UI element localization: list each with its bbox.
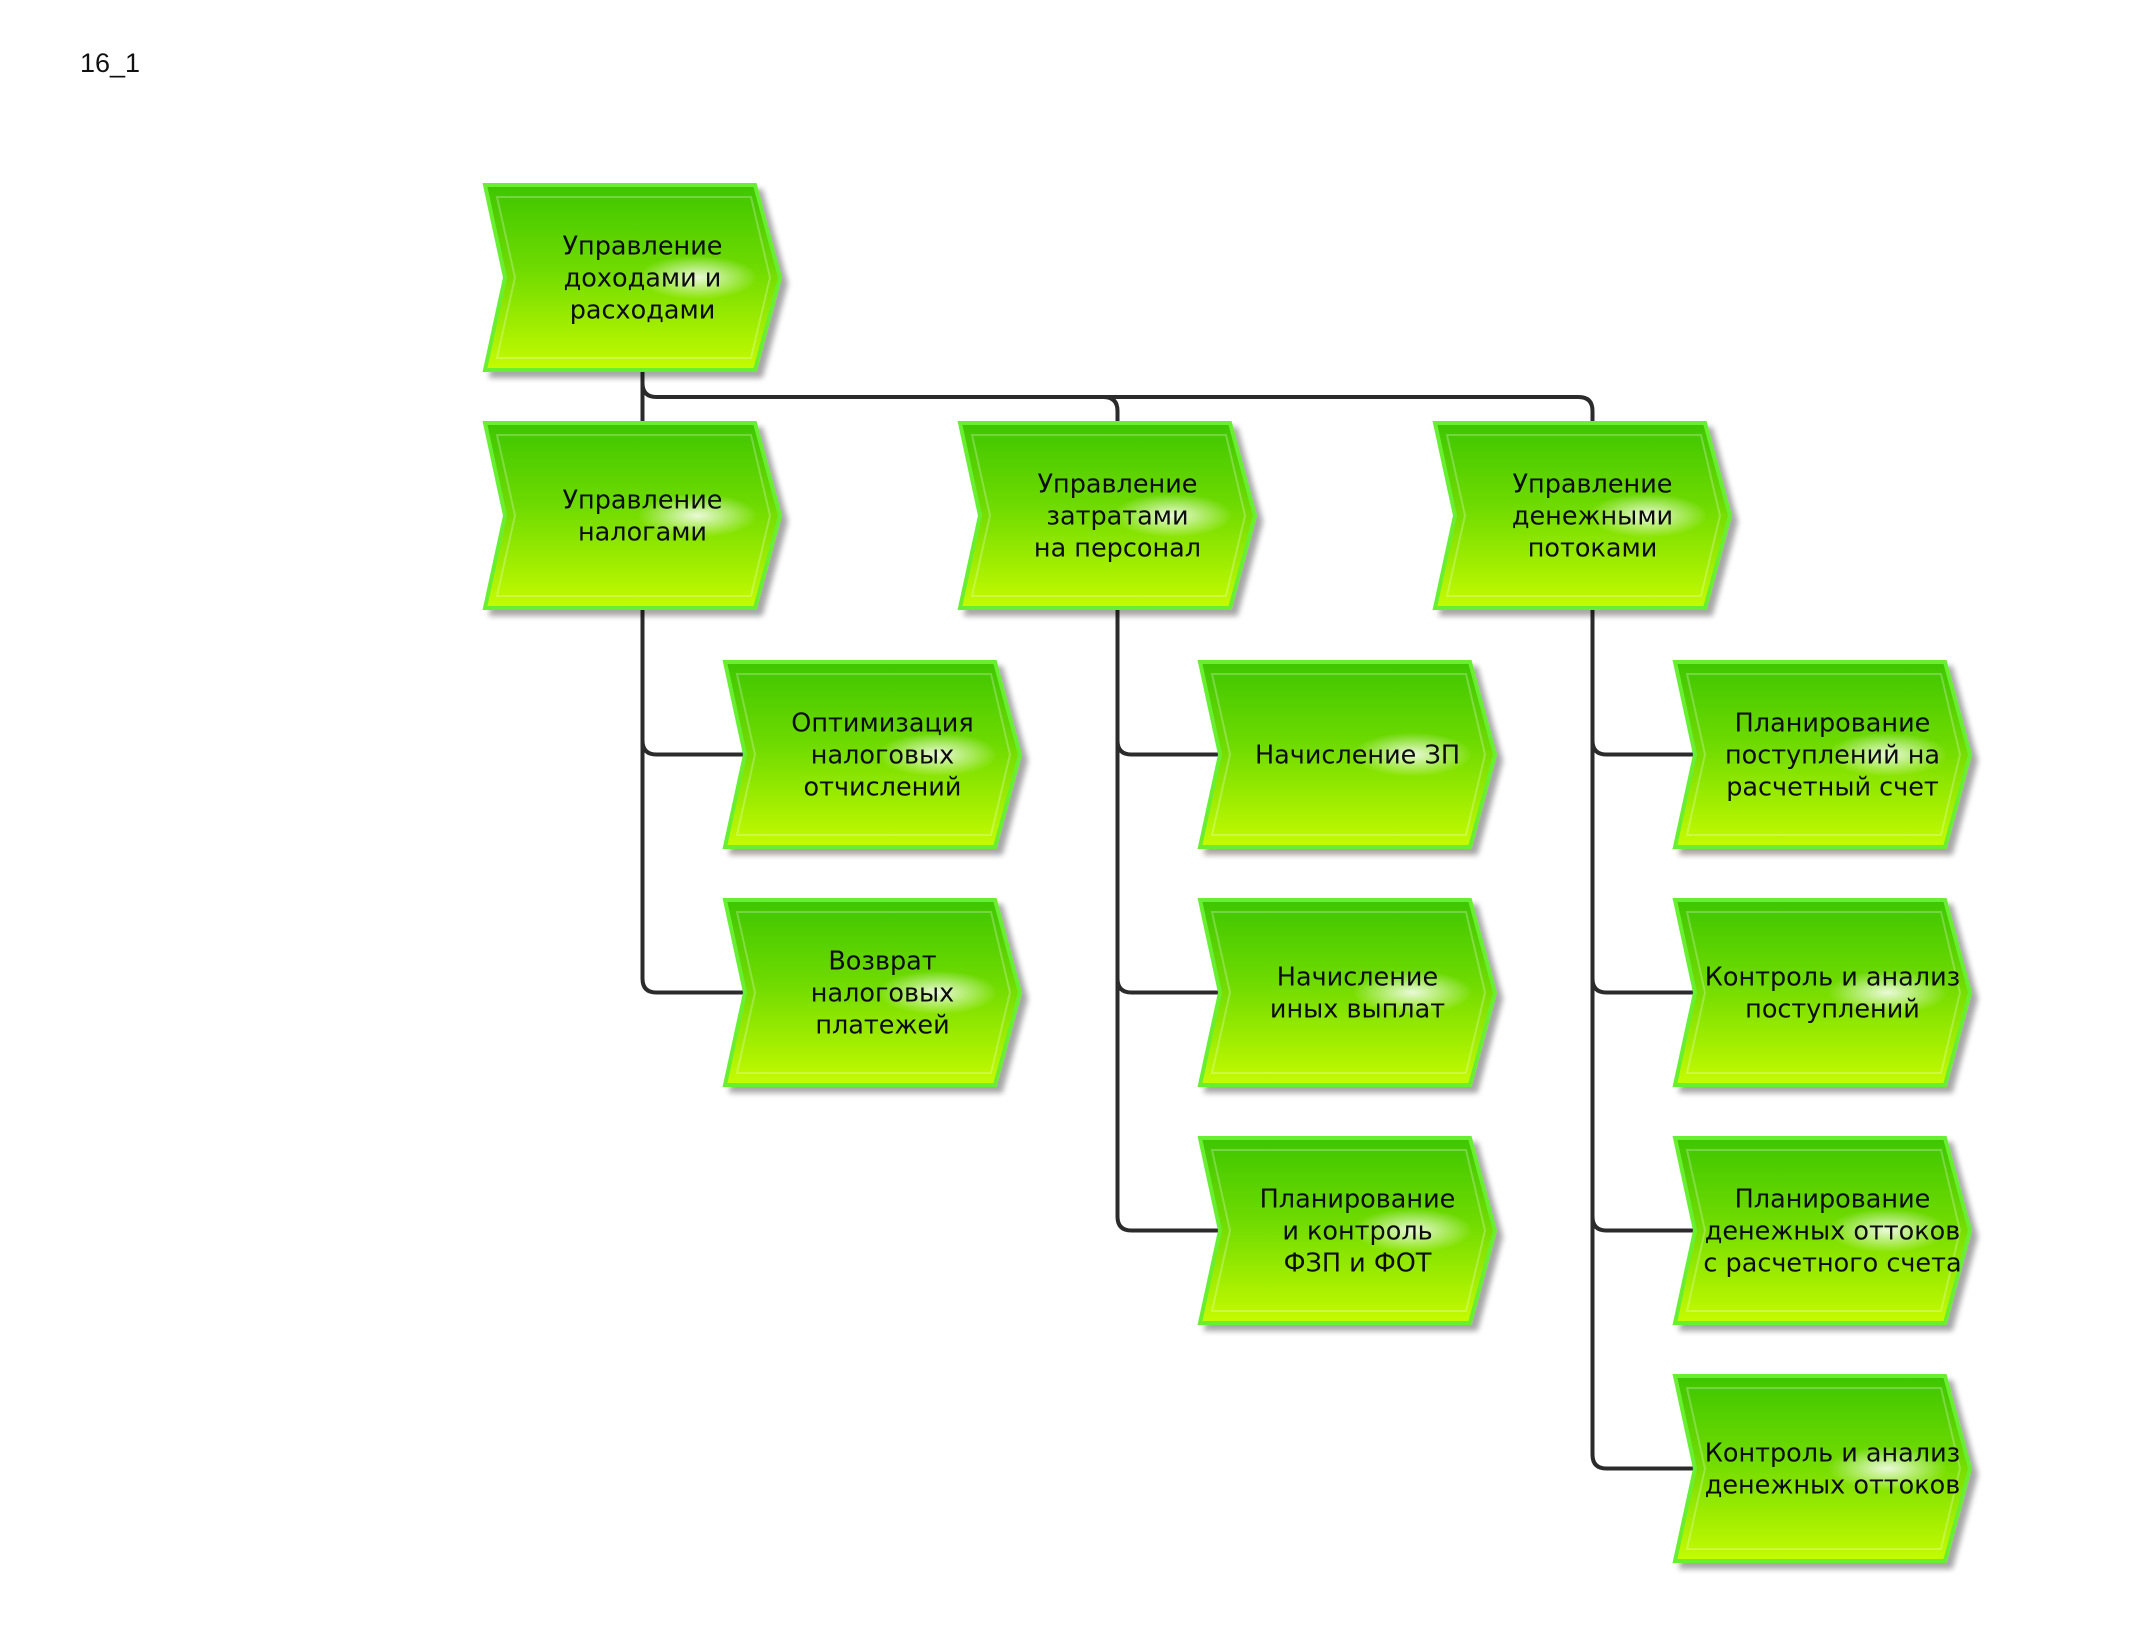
node-label-line: Планирование	[1735, 709, 1931, 739]
node-gloss	[1587, 493, 1708, 538]
node-label-line: денежных оттоков	[1705, 1217, 1961, 1247]
node-bevel	[495, 196, 772, 359]
node-bevel	[1685, 673, 1962, 836]
node-bevel	[735, 673, 1012, 836]
node-gloss	[1352, 970, 1473, 1015]
node-label-line: налоговых	[811, 741, 954, 771]
node-label-line: налоговых	[811, 979, 954, 1009]
node-bevel	[970, 434, 1247, 597]
node-label-line: Управление	[563, 232, 723, 262]
node-shape	[722, 660, 1023, 849]
node-label-line: платежей	[815, 1011, 949, 1041]
node-label-line: денежными	[1512, 502, 1673, 532]
node-gloss	[637, 255, 758, 300]
connector-lines	[640, 368, 1703, 1471]
node-bevel	[1685, 1387, 1962, 1550]
connector-child	[1590, 606, 1703, 1471]
connector-bus-drop	[1101, 395, 1120, 425]
node-label-line: на персонал	[1034, 534, 1201, 564]
node-bevel	[1685, 911, 1962, 1074]
node-label-line: расчетный счет	[1726, 773, 1939, 803]
node-label-line: и контроль	[1282, 1217, 1432, 1247]
node-shape	[1197, 660, 1498, 849]
node-bevel	[1210, 911, 1487, 1074]
node-label-line: Контроль и анализ	[1705, 1439, 1961, 1469]
node-gloss	[1827, 1208, 1948, 1253]
node-label-line: поступлений	[1745, 995, 1920, 1025]
node-label-line: расходами	[570, 296, 716, 326]
node-label-line: Начисление	[1277, 963, 1438, 993]
node-shape	[722, 898, 1023, 1087]
node-gloss	[1352, 732, 1473, 777]
node-bevel	[1210, 673, 1487, 836]
node-gloss	[877, 732, 998, 777]
page-label: 16_1	[80, 48, 141, 78]
node-label-line: с расчетного счета	[1703, 1249, 1961, 1279]
node-label-line: налогами	[578, 518, 707, 548]
node-gloss	[1827, 732, 1948, 777]
connector-child	[640, 606, 753, 995]
node-label-line: Планирование	[1260, 1185, 1456, 1215]
node-label-line: иных выплат	[1270, 995, 1445, 1025]
node-shape	[1432, 421, 1733, 610]
node-label-line: отчислений	[804, 773, 962, 803]
node-gloss	[1827, 970, 1948, 1015]
node-shape	[957, 421, 1258, 610]
node-label-line: Контроль и анализ	[1705, 963, 1961, 993]
node-shape	[1672, 660, 1973, 849]
node-label-line: Возврат	[828, 947, 936, 977]
node-shape	[1197, 898, 1498, 1087]
node-label-line: Управление	[1038, 470, 1198, 500]
node-gloss	[1112, 493, 1233, 538]
node-shape	[1672, 898, 1973, 1087]
node-shape	[1672, 1374, 1973, 1563]
node-bevel	[1445, 434, 1722, 597]
node-label-line: Планирование	[1735, 1185, 1931, 1215]
node-bevel	[1210, 1149, 1487, 1312]
connector-child	[1115, 606, 1228, 1233]
node-label-line: Управление	[1513, 470, 1673, 500]
node-shape	[1672, 1136, 1973, 1325]
node-label-line: Оптимизация	[791, 709, 973, 739]
node-label-line: затратами	[1046, 502, 1188, 532]
node-label-line: денежных оттоков	[1705, 1471, 1961, 1501]
node-bevel	[1685, 1149, 1962, 1312]
node-gloss	[637, 493, 758, 538]
node-bevel	[495, 434, 772, 597]
node-label-line: Начисление ЗП	[1255, 741, 1460, 771]
node-label-line: ФЗП и ФОТ	[1284, 1249, 1432, 1279]
process-node-salary[interactable]: Начисление ЗП	[1197, 660, 1498, 849]
node-label-line: Управление	[563, 486, 723, 516]
node-shape	[1197, 1136, 1498, 1325]
node-label-line: доходами и	[564, 264, 722, 294]
node-gloss	[1827, 1446, 1948, 1491]
node-label-line: поступлений на	[1725, 741, 1940, 771]
node-bevel	[735, 911, 1012, 1074]
node-shape	[482, 421, 783, 610]
node-gloss	[1352, 1208, 1473, 1253]
node-shape	[482, 183, 783, 372]
connector-bus	[640, 381, 1595, 425]
node-label-line: потоками	[1528, 534, 1658, 564]
node-gloss	[877, 970, 998, 1015]
